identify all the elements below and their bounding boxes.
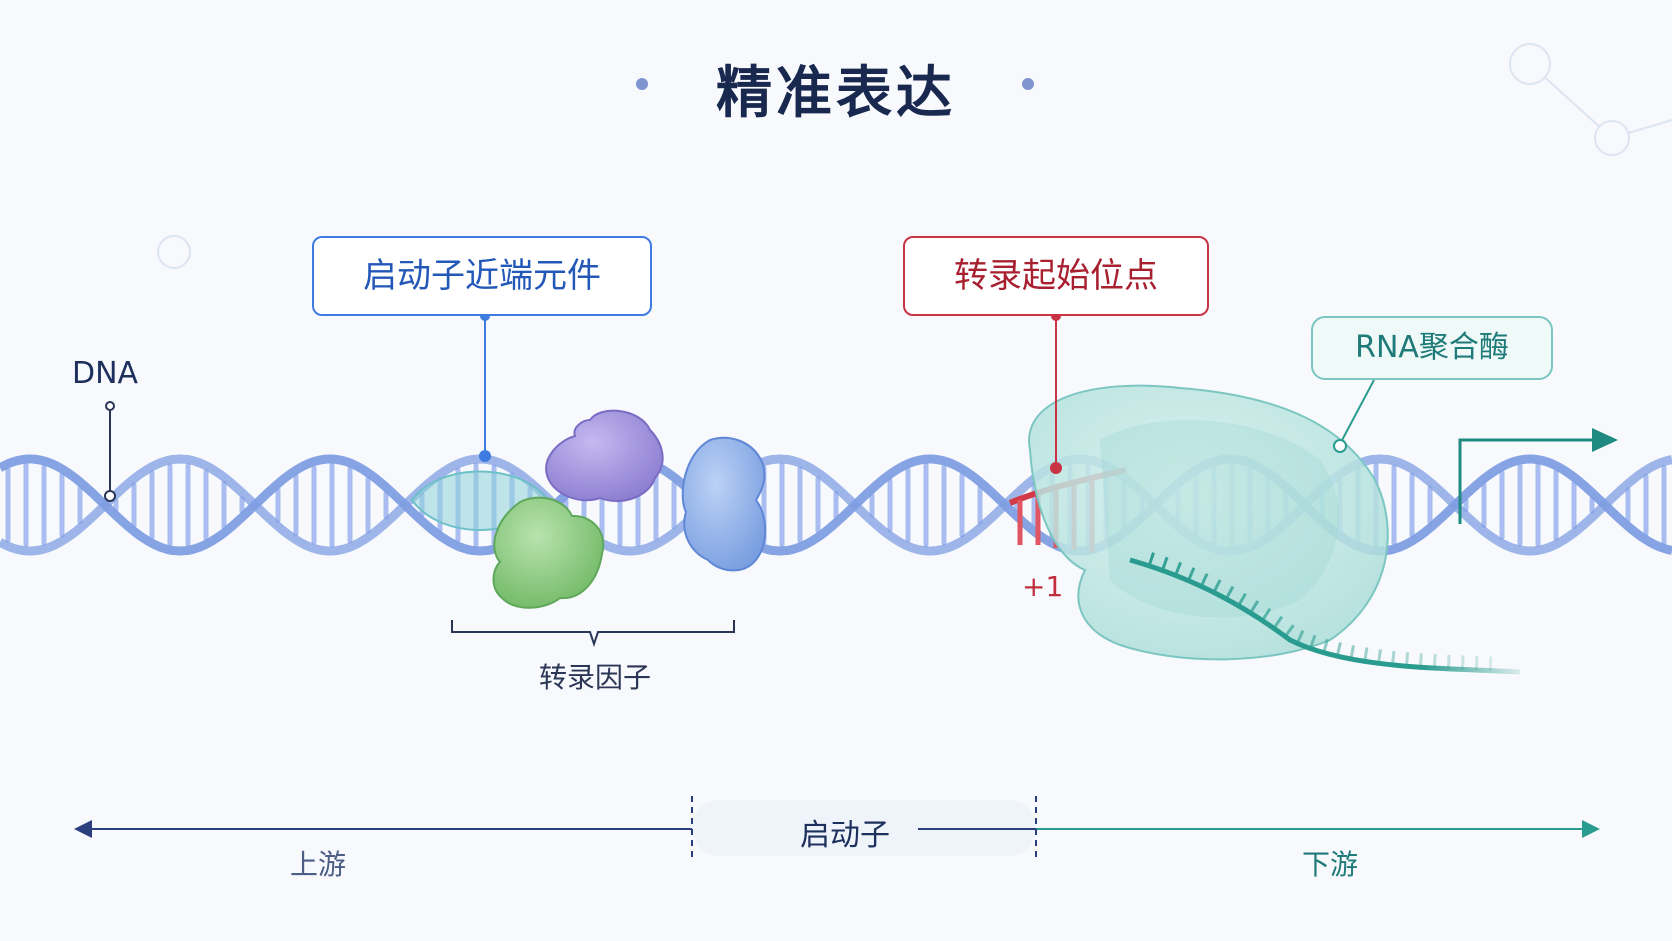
rna-base	[1363, 647, 1369, 662]
rna-base	[1446, 654, 1451, 669]
transcription-factor-purple	[545, 409, 664, 503]
transcription-arrow-icon	[1458, 428, 1618, 524]
rna-base	[1418, 653, 1423, 668]
polymerase-leader	[1333, 379, 1375, 453]
rna-base	[1377, 649, 1382, 664]
rna-base	[1249, 600, 1260, 614]
transcription-factor-blue	[681, 436, 767, 572]
rna-base	[1187, 567, 1196, 582]
rna-base	[1283, 624, 1295, 638]
promoter-label: 启动子	[800, 818, 890, 853]
title-decoration	[330, 78, 1340, 90]
rna-base	[1460, 655, 1465, 670]
rna-base	[1335, 642, 1342, 657]
rna-base	[1308, 634, 1317, 649]
promoter-proximal-element-callout: 启动子近端元件	[312, 236, 652, 316]
network-decoration-icon	[157, 43, 1672, 269]
rna-base	[1391, 650, 1396, 666]
rna-base	[1261, 607, 1272, 622]
upstream-label: 上游	[290, 848, 347, 881]
rna-transcript	[1129, 552, 1521, 675]
transcription-factor-green	[492, 496, 605, 609]
dna-label: DNA	[72, 356, 139, 391]
rna-base	[1349, 645, 1355, 660]
transcription-factor-bracket	[451, 620, 735, 648]
region-axis	[74, 796, 1600, 862]
dna-strand	[0, 454, 1672, 556]
rna-base	[1405, 652, 1410, 667]
dna-leader	[104, 401, 116, 502]
downstream-label: 下游	[1302, 848, 1359, 881]
page-title: 精准表达	[716, 61, 956, 126]
rna-base	[1272, 615, 1284, 630]
dna-strand	[0, 454, 1672, 556]
transcription-factors-label: 转录因子	[538, 661, 651, 694]
rna-base	[1174, 561, 1182, 576]
rna-base	[1212, 579, 1222, 594]
rna-base	[1474, 656, 1479, 671]
promoter-element-leader	[479, 311, 491, 462]
rna-polymerase	[1028, 384, 1389, 661]
rna-base	[1199, 573, 1209, 588]
rna-base	[1432, 654, 1437, 669]
plus-one-label: +1	[1022, 570, 1064, 603]
rna-base	[1147, 552, 1155, 567]
transcription-start-site-callout: 转录起始位点	[903, 236, 1209, 316]
dna-helix	[0, 454, 1672, 556]
rna-base	[1295, 629, 1305, 645]
rna-base	[1237, 592, 1247, 607]
rna-base	[1224, 585, 1235, 600]
rna-base	[1322, 638, 1329, 654]
rna-base	[1488, 656, 1493, 671]
rna-polymerase-callout: RNA聚合酶	[1311, 316, 1553, 380]
rna-base	[1160, 556, 1169, 571]
